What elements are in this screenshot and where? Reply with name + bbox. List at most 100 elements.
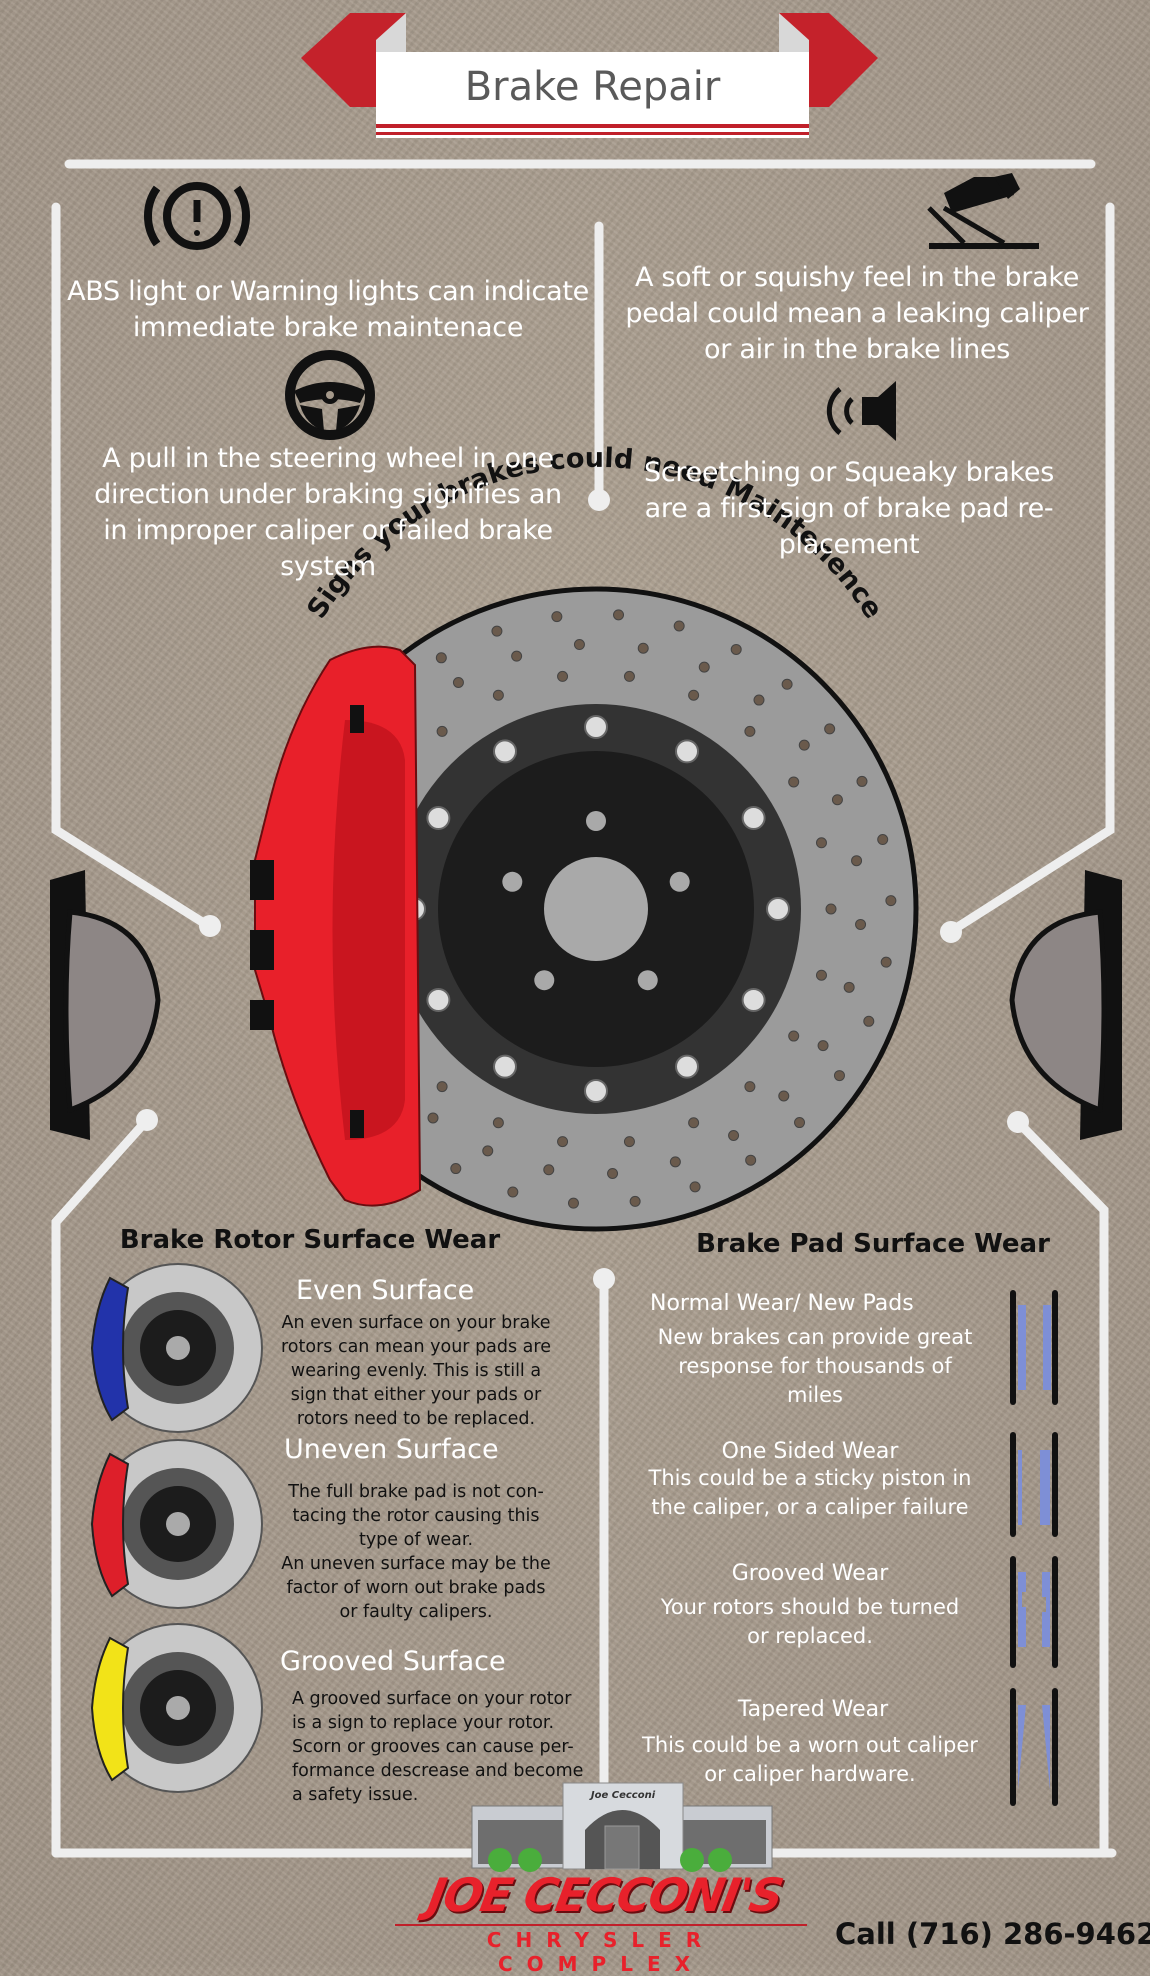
brake-pedal-icon xyxy=(927,173,1039,249)
rotor-drill-hole xyxy=(730,643,742,655)
dealer-logo-subtitle: CHRYSLER COMPLEX xyxy=(395,1924,807,1976)
rotor-stud-hole xyxy=(637,970,658,991)
rotor-uneven-text: The full brake pad is not con-tacing the… xyxy=(281,1482,551,1622)
brake-caliper-illustration xyxy=(250,645,422,1207)
speaker-sound-icon xyxy=(826,381,896,441)
rotor-bolt xyxy=(493,1054,517,1079)
rotor-drill-hole xyxy=(880,956,892,968)
rotor-drill-hole xyxy=(753,694,765,706)
rotor-drill-hole xyxy=(613,609,625,621)
rotor-drill-hole xyxy=(781,678,793,690)
brake-pad-right xyxy=(1009,870,1122,1140)
dealership-building-illustration: Joe Cecconi xyxy=(471,1782,773,1872)
rotor-drill-hole xyxy=(833,1070,845,1082)
connector-dots xyxy=(136,489,1029,1290)
title-underline xyxy=(376,132,809,135)
rotor-drill-hole xyxy=(843,981,855,993)
brake-rotor-illustration xyxy=(273,586,919,1232)
rotor-drill-hole xyxy=(623,670,635,682)
rotor-drill-hole xyxy=(452,677,464,689)
rotor-bolt xyxy=(766,897,790,921)
brake-warning-icon xyxy=(144,182,250,250)
rotor-drill-hole xyxy=(831,794,843,806)
rotor-drill-hole xyxy=(427,1112,439,1124)
rotor-stud-hole xyxy=(502,871,523,892)
rotor-thumbnail-3 xyxy=(90,1623,263,1793)
rotor-drill-hole xyxy=(436,1081,448,1093)
title-ribbon xyxy=(301,13,878,107)
rotor-drill-hole xyxy=(491,625,503,637)
pad-wear-normal-icon xyxy=(1010,1290,1058,1405)
rotor-drill-hole xyxy=(673,620,685,632)
rotor-stud-hole xyxy=(669,871,690,892)
rotor-drill-hole xyxy=(435,652,447,664)
title-underline xyxy=(376,124,809,128)
rotor-drill-hole xyxy=(794,1117,806,1129)
caliper-thumbnail xyxy=(90,1636,130,1782)
rotor-drill-hole xyxy=(567,1197,579,1209)
rotor-drill-hole xyxy=(637,642,649,654)
rotor-drill-hole xyxy=(815,837,827,849)
rotor-wear-heading: Brake Rotor Surface Wear xyxy=(119,1225,501,1255)
rotor-even-title: Even Surface xyxy=(296,1275,475,1306)
pad-grooved-title: Grooved Wear xyxy=(731,1561,889,1586)
rotor-stud-hole xyxy=(534,970,555,991)
rotor-drill-hole xyxy=(798,739,810,751)
rotor-drill-hole xyxy=(885,895,897,907)
rotor-drill-hole xyxy=(436,725,448,737)
rotor-drill-hole xyxy=(669,1156,681,1168)
rotor-drill-hole xyxy=(629,1195,641,1207)
phone-number[interactable]: Call (716) 286-9462 xyxy=(835,1917,1150,1951)
rotor-drill-hole xyxy=(817,1040,829,1052)
rotor-drill-hole xyxy=(863,1015,875,1027)
rotor-drill-hole xyxy=(855,918,867,930)
rotor-drill-hole xyxy=(825,903,837,915)
rotor-bolt xyxy=(426,988,451,1012)
pad-wear-grooved-icon xyxy=(1010,1556,1058,1668)
rotor-drill-hole xyxy=(688,1117,700,1129)
brake-pad-left xyxy=(50,870,161,1140)
rotor-uneven-title: Uneven Surface xyxy=(284,1434,499,1465)
rotor-drill-hole xyxy=(543,1164,555,1176)
rotor-bolt xyxy=(584,715,608,739)
rotor-drill-hole xyxy=(744,725,756,737)
steering-wheel-icon xyxy=(285,350,375,440)
rotor-drill-hole xyxy=(778,1090,790,1102)
rotor-stud-hole xyxy=(586,811,606,831)
rotor-bolt xyxy=(675,739,699,764)
rotor-bolt xyxy=(741,988,766,1012)
sign-abs-light: ABS light or Warning lights can indicate… xyxy=(67,276,589,343)
rotor-bolt xyxy=(675,1054,699,1079)
rotor-drill-hole xyxy=(788,1030,800,1042)
rotor-drill-hole xyxy=(557,670,569,682)
rotor-thumbnail-1 xyxy=(90,1263,263,1433)
rotor-bolt xyxy=(426,806,451,830)
rotor-drill-hole xyxy=(492,1117,504,1129)
pad-wear-heading: Brake Pad Surface Wear xyxy=(696,1229,1050,1259)
pad-normal-title: Normal Wear/ New Pads xyxy=(650,1291,914,1316)
rotor-thumbnail-2 xyxy=(90,1439,263,1609)
pad-wear-one-sided-icon xyxy=(1010,1432,1058,1537)
pad-wear-tapered-icon xyxy=(1010,1688,1058,1806)
rotor-drill-hole xyxy=(482,1145,494,1157)
rotor-drill-hole xyxy=(851,855,863,867)
rotor-drill-hole xyxy=(511,650,523,662)
caliper-thumbnail xyxy=(90,1276,130,1422)
pad-tapered-title: Tapered Wear xyxy=(737,1697,889,1722)
rotor-drill-hole xyxy=(689,1181,701,1193)
caliper-thumbnail xyxy=(90,1452,130,1598)
rotor-bolt xyxy=(493,739,517,764)
rotor-grooved-title: Grooved Surface xyxy=(280,1646,506,1677)
rotor-drill-hole xyxy=(744,1081,756,1093)
rotor-drill-hole xyxy=(551,611,563,623)
rotor-drill-hole xyxy=(745,1154,757,1166)
rotor-drill-hole xyxy=(698,661,710,673)
